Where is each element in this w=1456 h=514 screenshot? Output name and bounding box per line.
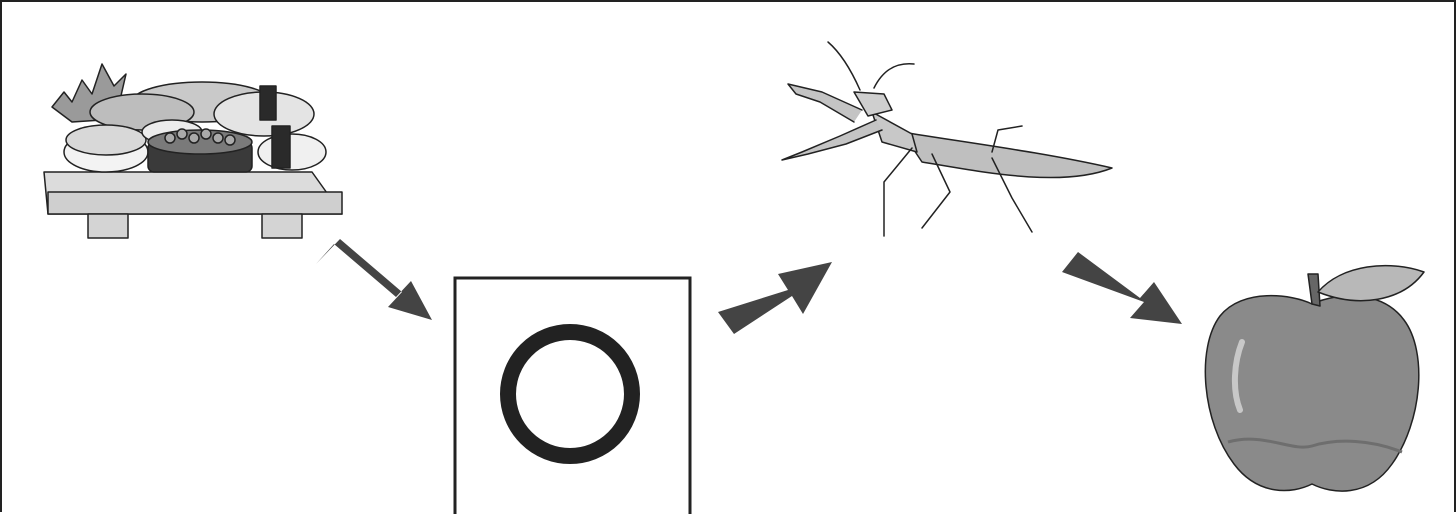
arrow-icon <box>1062 252 1182 324</box>
arrow-icon <box>316 239 432 320</box>
arrow-icon <box>718 262 832 334</box>
apple-icon <box>1204 264 1425 492</box>
sushi-board-icon <box>43 63 343 239</box>
circle-in-box-icon <box>453 276 692 514</box>
mantis-icon <box>781 41 1113 237</box>
